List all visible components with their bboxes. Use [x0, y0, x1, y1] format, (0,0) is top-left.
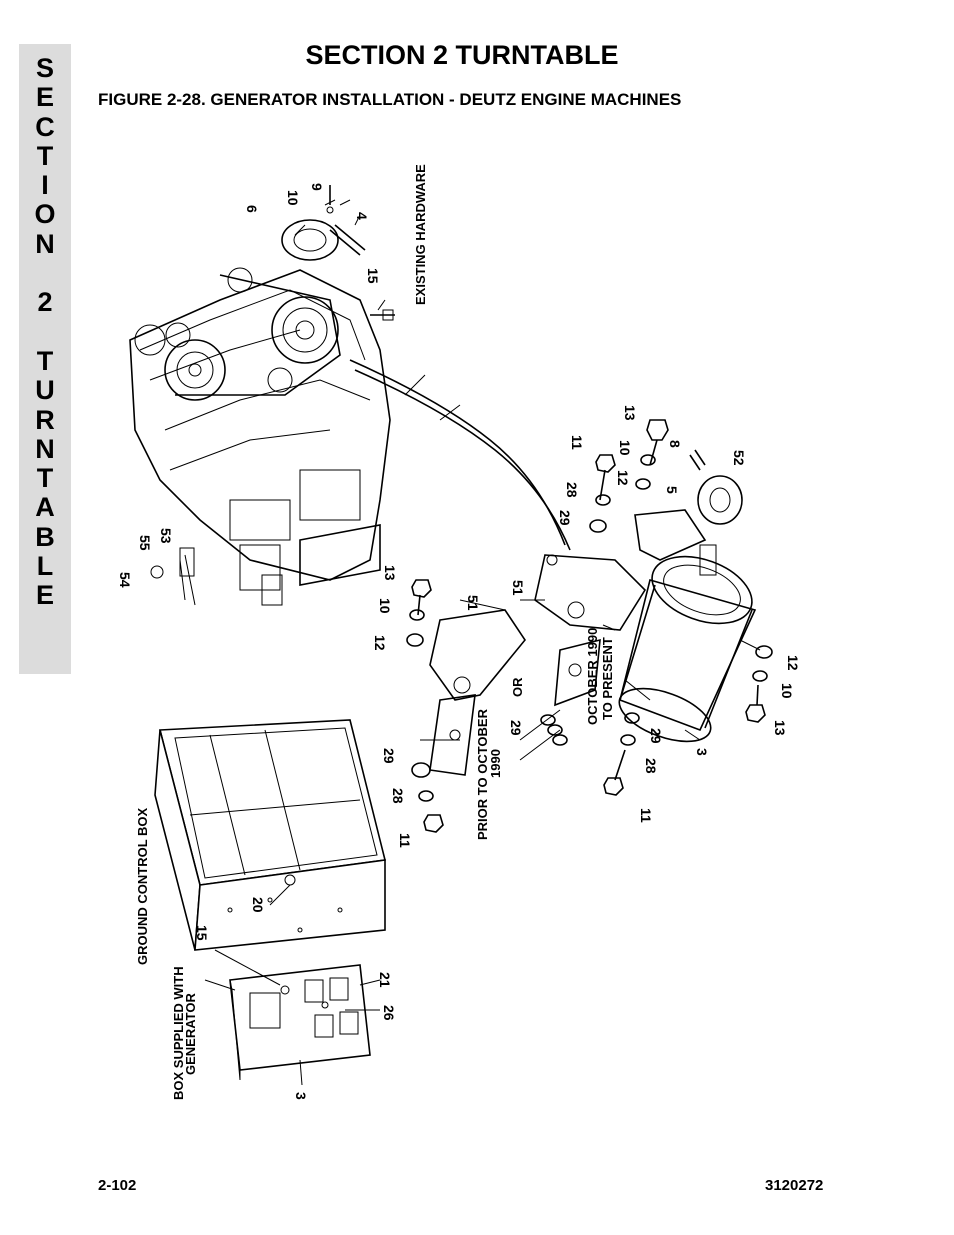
side-tab-letter: B — [35, 521, 55, 552]
side-tab-letter: 2 — [37, 287, 53, 318]
callout-51: 51 — [465, 595, 481, 611]
callout-28: 28 — [564, 482, 580, 498]
callout-4: 4 — [354, 212, 370, 220]
figure-title: FIGURE 2-28. GENERATOR INSTALLATION - DE… — [98, 90, 682, 109]
generator-illustration — [618, 475, 757, 743]
side-tab-letter: T — [36, 463, 54, 494]
callout-51: 51 — [510, 580, 526, 596]
callout-10: 10 — [377, 598, 393, 614]
callout-29: 29 — [508, 720, 524, 736]
side-tab-letter: C — [35, 111, 55, 142]
engine-illustration — [129, 185, 395, 606]
side-tab-letter: A — [35, 492, 55, 523]
callout-10: 10 — [285, 190, 301, 206]
wiring-harness — [349, 359, 566, 546]
side-tab-letter: L — [36, 551, 54, 582]
ground-control-box-label: GROUND CONTROL BOX — [135, 807, 150, 965]
side-tab-letter: T — [36, 345, 54, 376]
callout-55: 55 — [137, 535, 153, 551]
section-side-tab: S E C T I O N 2 T U R N T A B L E — [19, 44, 71, 674]
callout-29: 29 — [648, 728, 664, 744]
callout-5: 5 — [664, 486, 680, 494]
section-title: SECTION 2 TURNTABLE — [305, 40, 619, 70]
october-present-label-line2: TO PRESENT — [600, 637, 615, 720]
callout-3: 3 — [293, 1092, 309, 1100]
side-tab-letters: S E C T I O N 2 T U R N T A B L E — [19, 53, 71, 611]
side-tab-letter: N — [35, 433, 55, 464]
callout-15: 15 — [194, 925, 210, 941]
side-tab-letter: O — [34, 199, 56, 230]
callout-52: 52 — [731, 450, 747, 466]
callout-9: 9 — [309, 183, 325, 191]
callout-12: 12 — [785, 655, 801, 671]
callout-13: 13 — [772, 720, 788, 736]
side-tab-letter: U — [35, 375, 55, 406]
box-supplied-label-line2: GENERATOR — [183, 993, 198, 1075]
side-tab-letter: T — [36, 140, 54, 171]
callout-6: 6 — [244, 205, 260, 213]
callout-11: 11 — [397, 833, 413, 848]
callout-21: 21 — [377, 972, 393, 988]
callout-8: 8 — [667, 440, 683, 448]
callout-29: 29 — [557, 510, 573, 526]
callout-15: 15 — [365, 268, 381, 284]
callout-53: 53 — [158, 528, 174, 544]
callout-20: 20 — [250, 897, 266, 913]
callout-11: 11 — [638, 808, 654, 823]
callout-3: 3 — [694, 748, 710, 756]
october-present-label-line1: OCTOBER 1990 — [585, 628, 600, 725]
generator-outlet-box-illustration — [204, 884, 381, 1086]
callout-13: 13 — [382, 565, 398, 581]
callout-11: 11 — [569, 435, 585, 450]
callout-12: 12 — [615, 470, 631, 486]
page-number: 2-102 — [98, 1177, 137, 1194]
callout-26: 26 — [381, 1005, 397, 1021]
callout-12: 12 — [372, 635, 388, 651]
side-tab-letter: S — [35, 53, 54, 83]
callout-54: 54 — [117, 572, 133, 588]
callout-10: 10 — [779, 683, 795, 699]
side-tab-letter: E — [35, 82, 54, 113]
prior-to-october-label-line1: PRIOR TO OCTOBER — [475, 708, 490, 840]
existing-hardware-label: EXISTING HARDWARE — [413, 164, 428, 305]
callout-13: 13 — [622, 405, 638, 421]
or-label: OR — [510, 677, 525, 697]
prior-to-october-label-line2: 1990 — [488, 749, 503, 778]
callout-28: 28 — [643, 758, 659, 774]
ground-control-box-illustration — [154, 719, 386, 951]
callout-28: 28 — [390, 788, 406, 804]
document-number: 3120272 — [765, 1177, 824, 1194]
callout-29: 29 — [381, 748, 397, 764]
callout-10: 10 — [617, 440, 633, 456]
side-tab-letter: R — [35, 404, 55, 435]
fasteners — [406, 419, 773, 833]
leader-lines — [294, 199, 761, 741]
side-tab-letter: N — [35, 228, 55, 259]
side-tab-letter: I — [41, 170, 49, 201]
box-supplied-label-line1: BOX SUPPLIED WITH — [171, 966, 186, 1100]
side-tab-letter: E — [35, 580, 54, 611]
